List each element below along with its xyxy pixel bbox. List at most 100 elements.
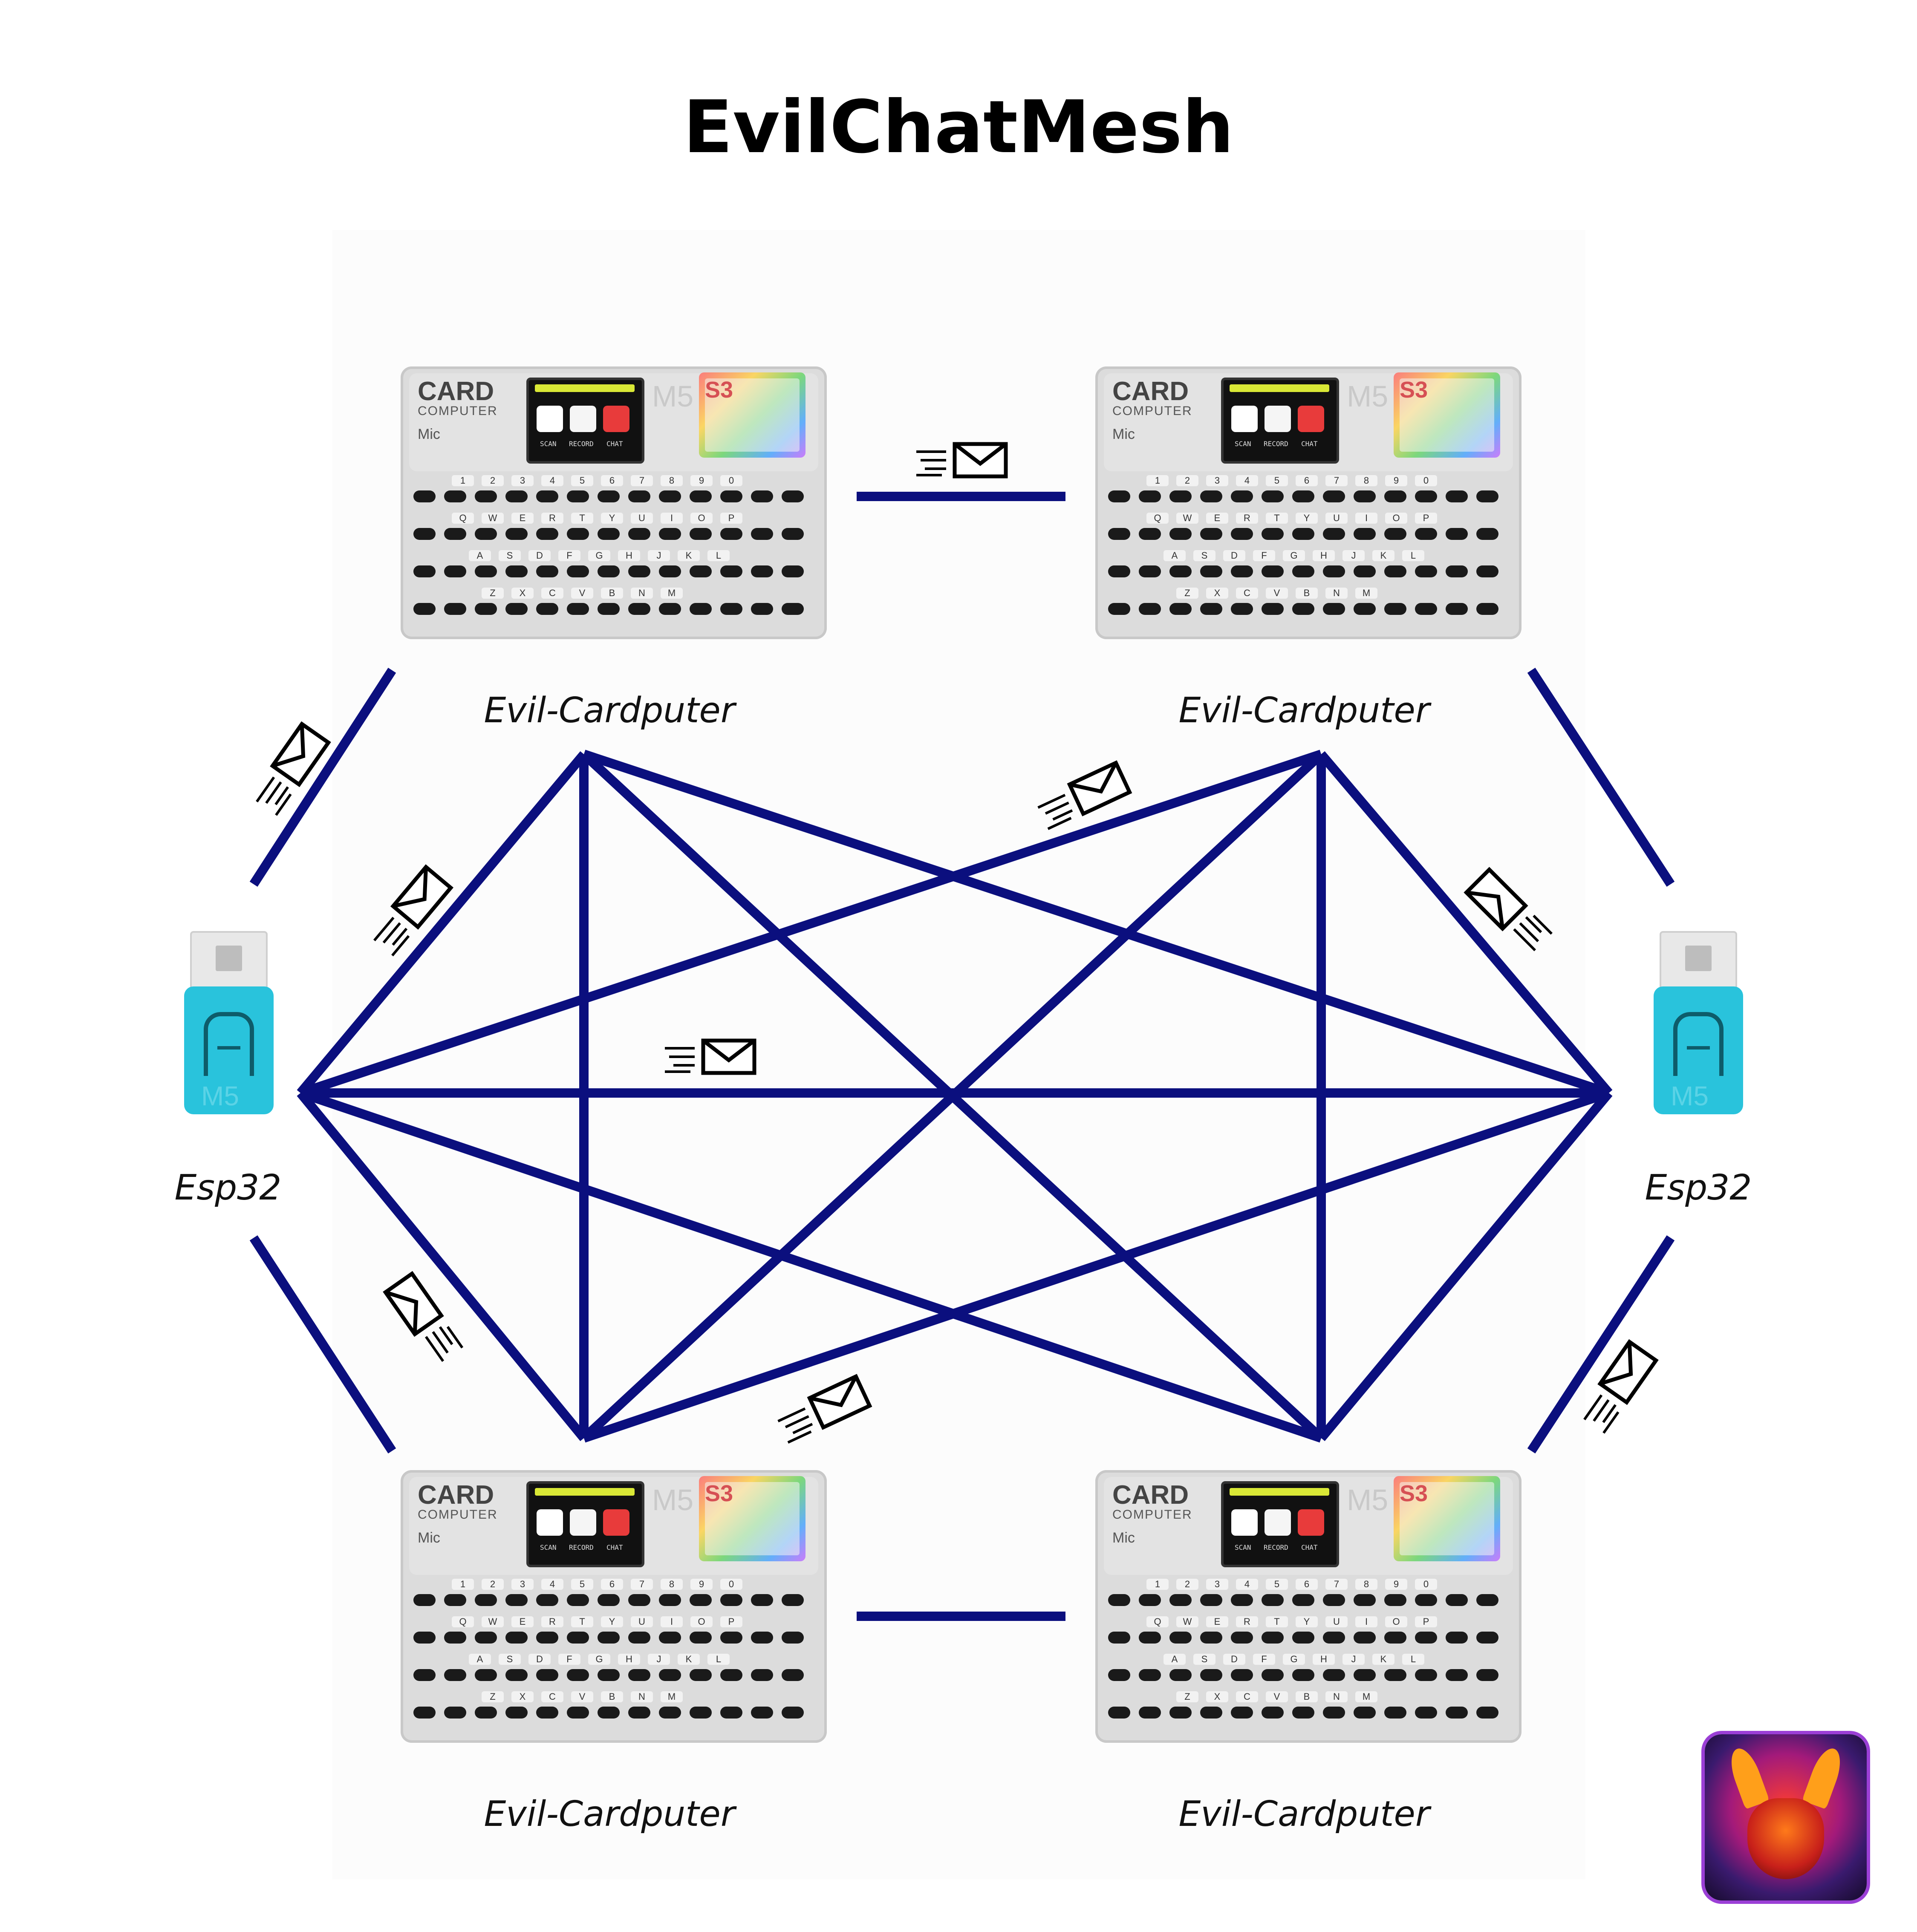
keycap bbox=[505, 1669, 528, 1681]
device-maker: M5 bbox=[652, 380, 694, 413]
key: K bbox=[1372, 550, 1394, 561]
key: I bbox=[1355, 1616, 1377, 1627]
keycap bbox=[690, 565, 712, 577]
key: 6 bbox=[601, 1579, 623, 1590]
keycap bbox=[1446, 528, 1468, 540]
key: Z bbox=[1176, 1691, 1198, 1702]
keycap bbox=[1323, 1707, 1345, 1719]
key: 3 bbox=[1206, 1579, 1228, 1590]
keycap bbox=[413, 1632, 436, 1644]
key: Y bbox=[1296, 1616, 1318, 1627]
keycap bbox=[720, 1669, 742, 1681]
keycap bbox=[782, 1632, 804, 1644]
keycap bbox=[567, 1707, 589, 1719]
key: 8 bbox=[661, 475, 683, 486]
envelope-icon bbox=[916, 444, 1006, 476]
keycap bbox=[720, 490, 742, 502]
keycap bbox=[1200, 528, 1222, 540]
device-mic-label: Mic bbox=[1112, 1530, 1135, 1546]
diagram-title: EvilChatMesh bbox=[683, 85, 1234, 170]
key: C bbox=[1236, 588, 1258, 599]
keycap bbox=[1323, 1594, 1345, 1606]
keycap bbox=[1415, 1707, 1437, 1719]
keycap bbox=[1262, 565, 1284, 577]
key: B bbox=[1296, 588, 1318, 599]
key: I bbox=[1355, 513, 1377, 524]
device-maker: M5 bbox=[652, 1483, 694, 1517]
mic-icon bbox=[1265, 1509, 1291, 1536]
envelope-icon bbox=[775, 1376, 869, 1444]
key: 1 bbox=[1146, 475, 1169, 486]
stamp-module: S3 bbox=[699, 1476, 805, 1561]
keycap bbox=[475, 603, 497, 615]
keycap bbox=[1292, 603, 1314, 615]
keycap bbox=[1446, 1707, 1468, 1719]
link-top-right bbox=[1527, 667, 1675, 887]
keycap bbox=[505, 565, 528, 577]
cardputer-bottom-right: CARD COMPUTER Mic SCAN RECORD CHAT M5 S3… bbox=[1095, 1470, 1521, 1743]
keycap bbox=[1476, 603, 1498, 615]
key: G bbox=[588, 1654, 610, 1665]
key: 9 bbox=[690, 475, 713, 486]
key: L bbox=[1402, 550, 1424, 561]
key: Z bbox=[1176, 588, 1198, 599]
link-bottom-left bbox=[249, 1235, 396, 1453]
device-sub: COMPUTER bbox=[418, 1508, 498, 1522]
envelope-icon bbox=[251, 724, 329, 816]
keycap bbox=[1139, 1632, 1161, 1644]
keycap bbox=[444, 1594, 466, 1606]
keycap bbox=[720, 528, 742, 540]
key: C bbox=[541, 1691, 563, 1702]
keycap bbox=[628, 603, 650, 615]
key: F bbox=[1253, 1654, 1275, 1665]
link-el-tl bbox=[297, 751, 588, 1096]
key: P bbox=[1415, 513, 1437, 524]
keycap bbox=[1354, 565, 1376, 577]
keycap bbox=[1262, 528, 1284, 540]
keycap bbox=[1169, 528, 1192, 540]
key: H bbox=[1313, 1654, 1335, 1665]
keycap bbox=[475, 490, 497, 502]
key: 0 bbox=[1415, 475, 1437, 486]
keycap bbox=[475, 528, 497, 540]
key: G bbox=[588, 550, 610, 561]
keycap bbox=[1415, 565, 1437, 577]
keycap bbox=[1292, 1669, 1314, 1681]
key: 3 bbox=[1206, 475, 1228, 486]
keycap bbox=[1262, 1707, 1284, 1719]
envelope-icon bbox=[368, 867, 450, 957]
key: W bbox=[482, 513, 504, 524]
link-el-bl bbox=[297, 1090, 588, 1441]
key: P bbox=[720, 513, 742, 524]
key: 4 bbox=[541, 1579, 563, 1590]
keycap bbox=[659, 1594, 681, 1606]
keycap bbox=[1384, 528, 1406, 540]
key: N bbox=[631, 1691, 653, 1702]
keycap bbox=[1446, 565, 1468, 577]
keycap bbox=[1476, 1669, 1498, 1681]
chat-icon bbox=[603, 406, 629, 432]
keycap bbox=[782, 565, 804, 577]
device-screen: SCAN RECORD CHAT bbox=[526, 378, 644, 464]
label-cardputer-bottom-left: Evil-Cardputer bbox=[484, 1794, 735, 1834]
keycap bbox=[1292, 528, 1314, 540]
keycap bbox=[1446, 603, 1468, 615]
keycap bbox=[475, 565, 497, 577]
keycap bbox=[782, 1707, 804, 1719]
keycap bbox=[1169, 603, 1192, 615]
label-esp32-left: Esp32 bbox=[174, 1168, 282, 1208]
cardputer-top-left: CARD COMPUTER Mic SCAN RECORD CHAT M5 S3… bbox=[401, 366, 827, 639]
chat-icon bbox=[1298, 406, 1324, 432]
keycap bbox=[1169, 1632, 1192, 1644]
key: 0 bbox=[1415, 1579, 1437, 1590]
key: A bbox=[469, 550, 491, 561]
